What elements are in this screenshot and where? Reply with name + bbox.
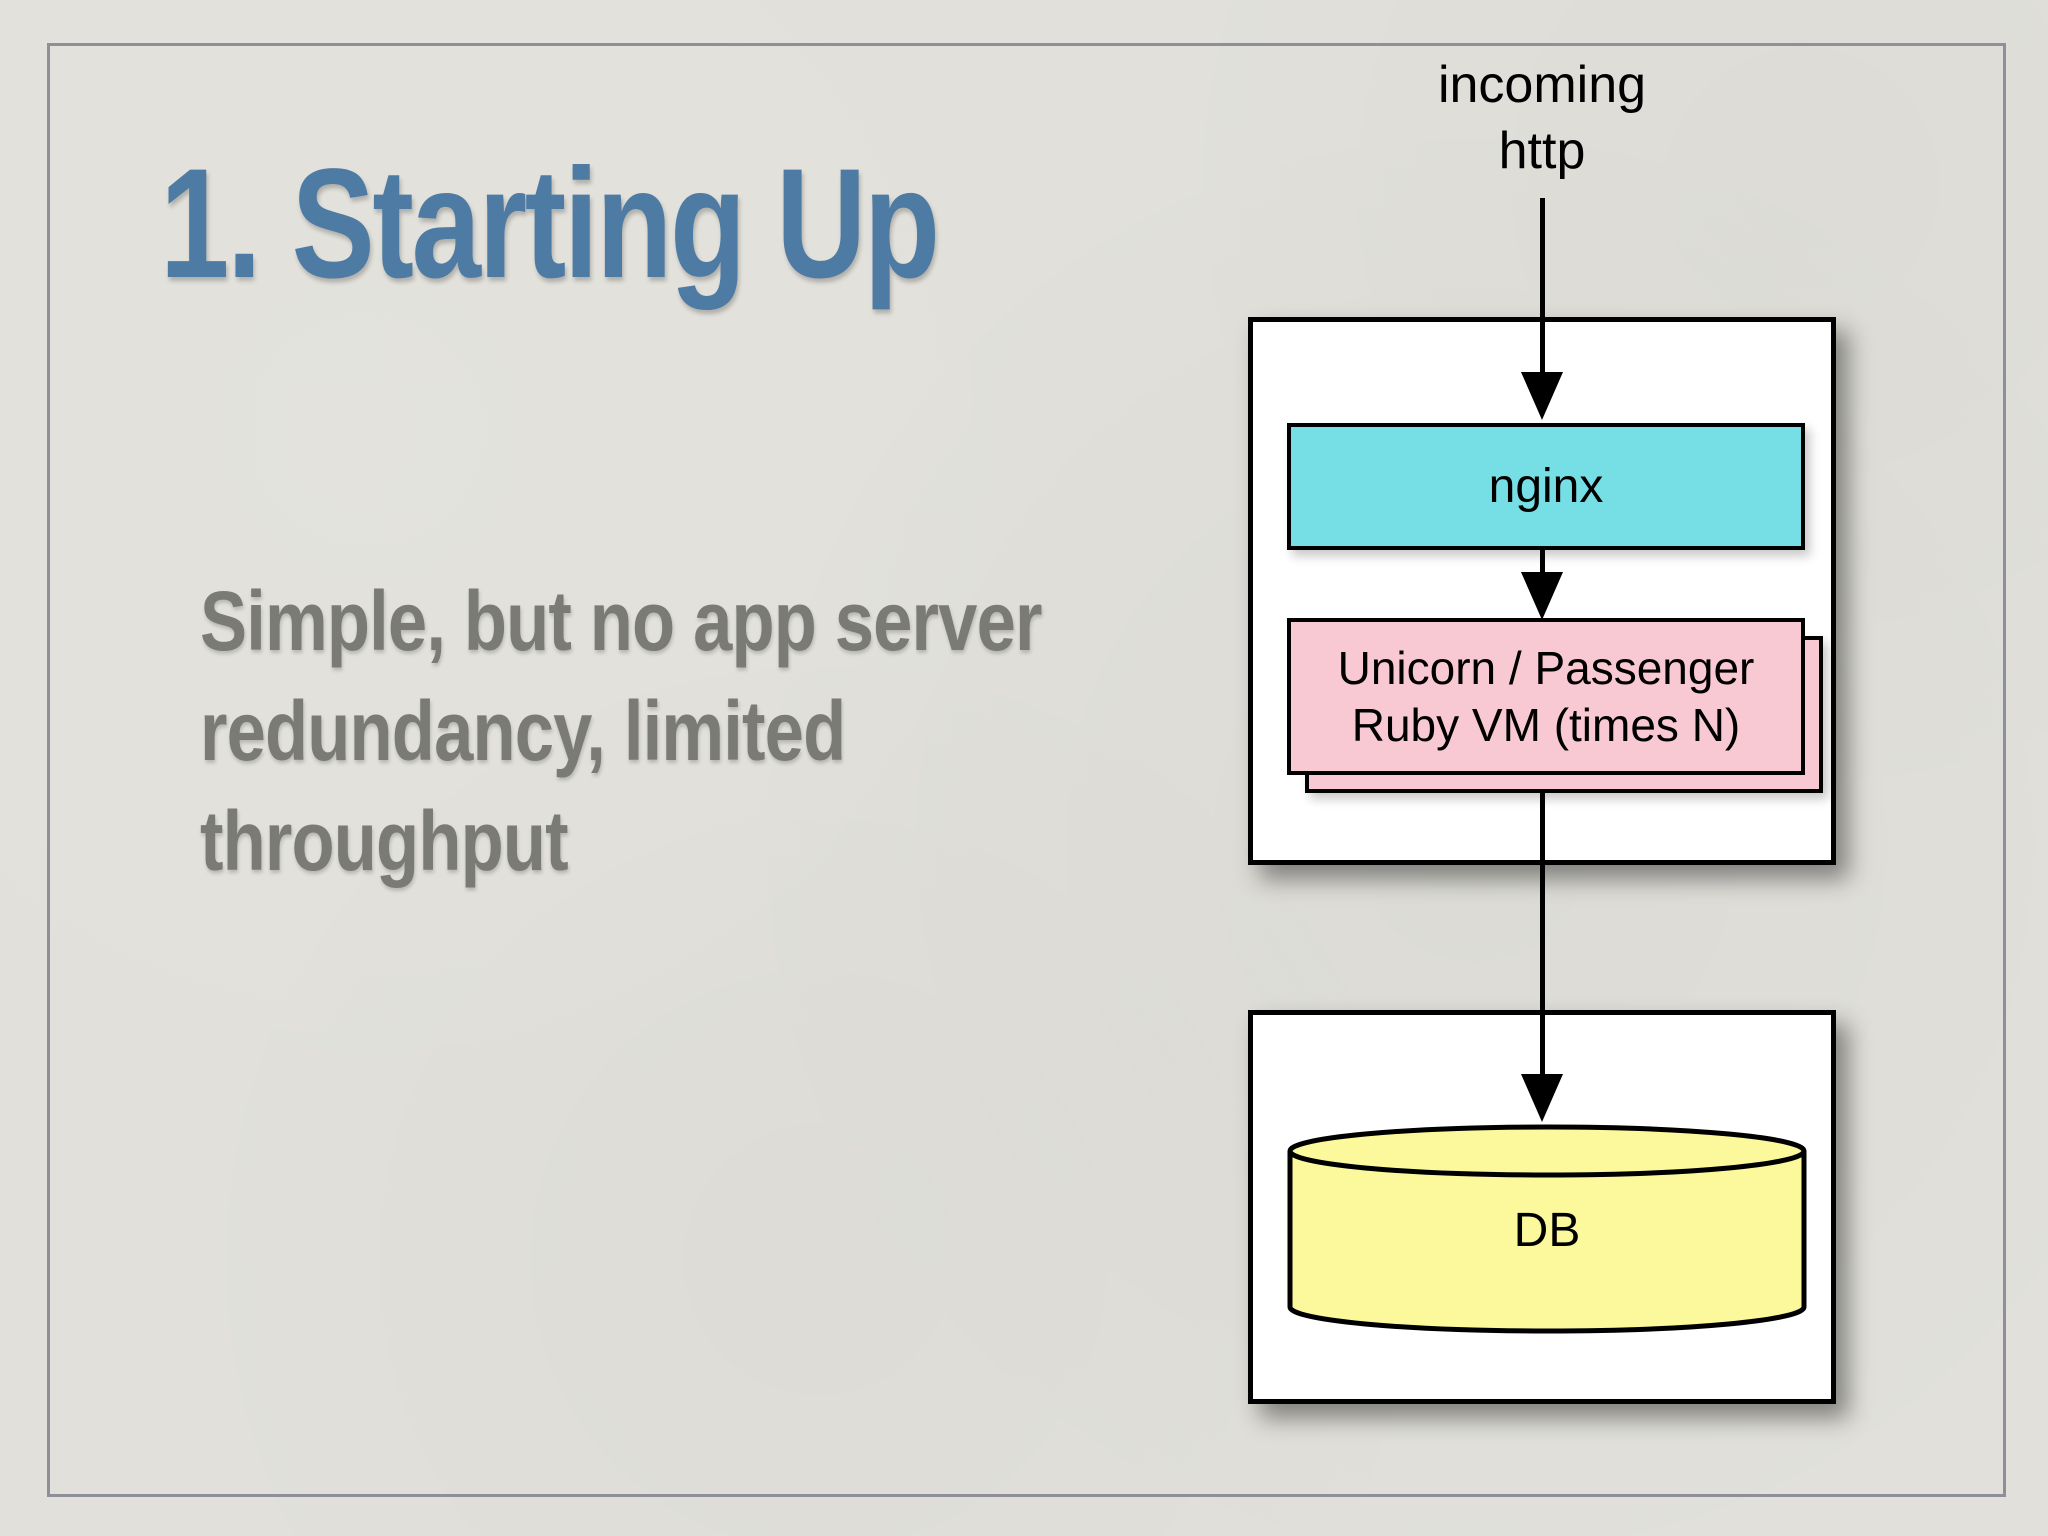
incoming-label-line: incoming bbox=[1437, 56, 1647, 114]
arrow-nginx-to-app-line bbox=[1540, 548, 1545, 576]
arrow-app-to-db-line bbox=[1540, 793, 1545, 1076]
incoming-label-line: http bbox=[1498, 122, 1586, 180]
arrow-incoming-http-line bbox=[1540, 198, 1545, 374]
slide-border-frame bbox=[47, 43, 2006, 1497]
body-line: Simple, but no app server bbox=[200, 574, 1042, 668]
arrow-incoming-http-head-icon bbox=[1521, 372, 1563, 420]
app-server-node: Unicorn / Passenger Ruby VM (times N) bbox=[1287, 618, 1805, 775]
slide-body-text: Simple, but no app server redundancy, li… bbox=[200, 566, 1042, 896]
body-line: redundancy, limited bbox=[200, 684, 846, 778]
body-line: throughput bbox=[200, 794, 569, 888]
nginx-node: nginx bbox=[1287, 423, 1805, 550]
arrow-nginx-to-app-head-icon bbox=[1521, 572, 1563, 620]
page-title: 1. Starting Up bbox=[160, 137, 940, 311]
incoming-http-label: incoming http bbox=[1292, 52, 1792, 184]
arrow-app-to-db-head-icon bbox=[1521, 1074, 1563, 1122]
nginx-label: nginx bbox=[1488, 460, 1604, 513]
db-label: DB bbox=[1513, 1203, 1581, 1257]
app-server-label-line: Ruby VM (times N) bbox=[1351, 698, 1741, 751]
db-cylinder-icon: DB bbox=[1285, 1124, 1809, 1336]
app-server-label-line: Unicorn / Passenger bbox=[1337, 641, 1755, 694]
